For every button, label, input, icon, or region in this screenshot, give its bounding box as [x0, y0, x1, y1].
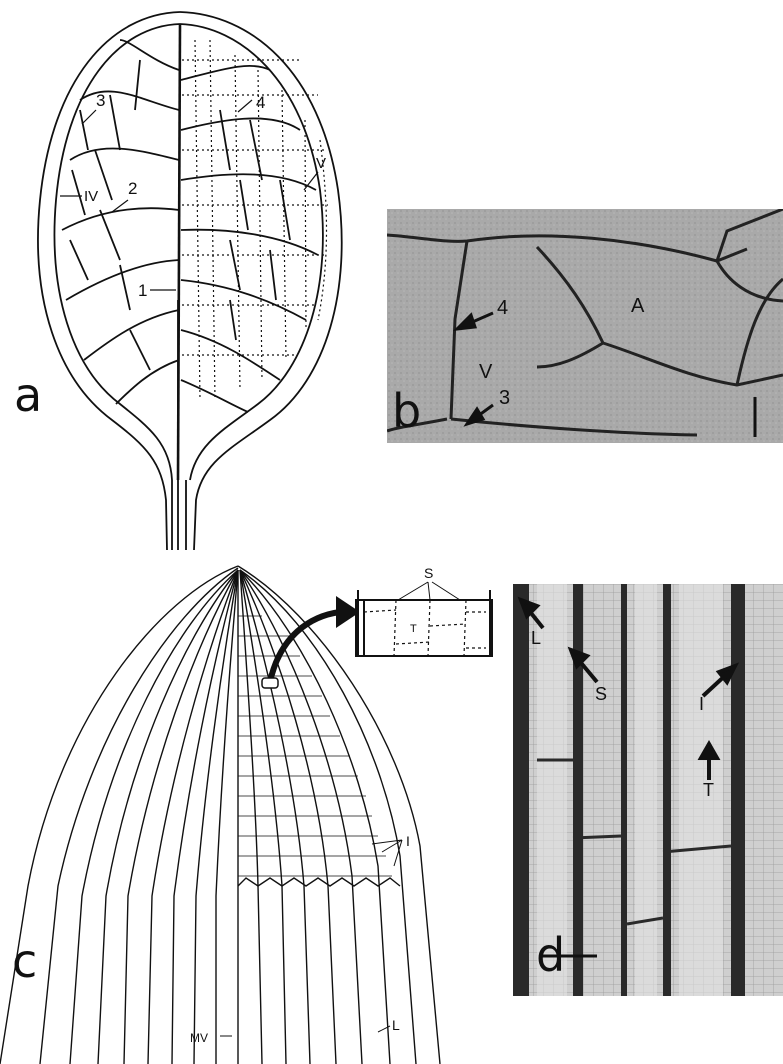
label-areole-a: A	[631, 295, 644, 318]
label-vein-3-b: 3	[499, 387, 510, 410]
label-vein-3: 3	[96, 91, 105, 110]
panel-label-c: c	[12, 938, 37, 984]
label-s-inset: S	[424, 565, 433, 581]
label-vein-iv: IV	[84, 188, 98, 205]
label-vein-4-b: 4	[497, 297, 508, 320]
panel-label-d: d	[536, 932, 565, 978]
label-mv: MV	[190, 1031, 208, 1045]
panel-label-a: a	[14, 372, 42, 418]
panel-label-b: b	[392, 388, 421, 434]
label-l-c: L	[392, 1017, 400, 1033]
label-l-d: L	[531, 628, 541, 649]
panel-a-leaf-drawing: 1 2 3 IV 4 V	[0, 0, 360, 560]
label-s-d: S	[595, 684, 607, 705]
panel-b-photomicrograph: A 4 V 3	[387, 209, 783, 443]
panel-c-inset: S T	[350, 560, 496, 664]
midrib	[178, 24, 180, 480]
label-vein-4: 4	[256, 93, 265, 112]
label-veinlet-v: V	[479, 361, 492, 384]
label-i-c: I	[406, 833, 410, 849]
label-vein-v: V	[316, 155, 326, 172]
label-t-inset: T	[410, 623, 417, 635]
label-t-d: T	[703, 780, 714, 801]
label-vein-1: 1	[138, 281, 147, 300]
label-vein-2: 2	[128, 179, 137, 198]
label-i-d: I	[699, 694, 704, 715]
